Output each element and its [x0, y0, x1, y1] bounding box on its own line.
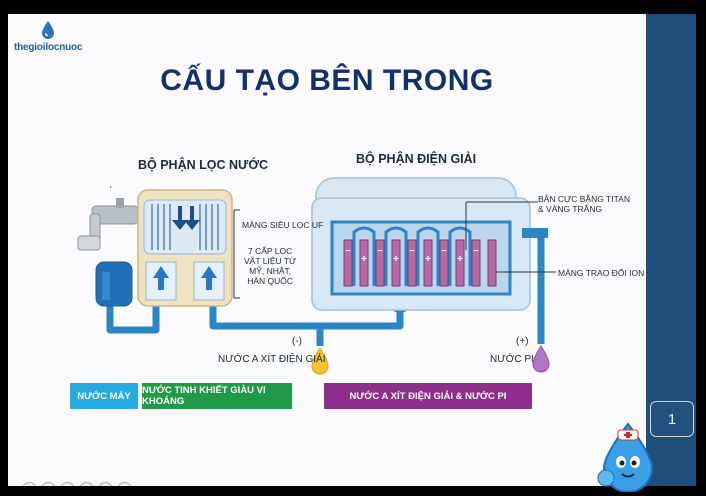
plate-sign: − — [473, 246, 479, 257]
zoom-icon[interactable]: ⊕ — [98, 482, 113, 486]
pi-sign: (+) — [516, 336, 529, 347]
water-drop-mascot-icon — [597, 422, 654, 492]
presentation-toolbar: ‹ › ✎ ▭ ⊕ … — [22, 482, 132, 486]
electrode-plates — [343, 239, 497, 287]
transfer-pipe — [209, 304, 404, 330]
acid-sign: (-) — [292, 336, 302, 347]
tap-pipe — [106, 304, 160, 334]
view-icon[interactable]: ▭ — [79, 482, 94, 486]
filter-stages-label: 7 CẤP LỌC VẬT LIỆU TỪ MỸ, NHẬT, HÀN QUỐC — [244, 246, 297, 286]
ion-membrane-label: MÀNG TRAO ĐỔI ION — [558, 268, 645, 278]
electro-leaders — [465, 201, 556, 273]
plate-sign: + — [361, 254, 367, 265]
faucet — [77, 198, 139, 251]
logo-text: thegioilocnuoc — [14, 42, 83, 53]
pre-tank — [95, 261, 133, 307]
slide-title: CẤU TẠO BÊN TRONG — [160, 64, 494, 97]
tap-mark: ' — [110, 184, 112, 194]
logo: thegioilocnuoc — [14, 20, 94, 56]
filter-section-label: BỘ PHẬN LỌC NƯỚC — [138, 158, 269, 172]
filter-unit — [137, 189, 233, 307]
label-leaders — [233, 209, 240, 299]
plate-sign: − — [345, 246, 351, 257]
slide: thegioilocnuoc CẤU TẠO BÊN TRONG — [8, 14, 646, 486]
uf-membrane-label: MÀNG SIÊU LỌC UF — [242, 220, 324, 230]
plate-sign: − — [377, 246, 383, 257]
membrane-loops — [352, 226, 472, 286]
more-icon[interactable]: … — [117, 482, 132, 486]
prev-icon[interactable]: ‹ — [22, 482, 37, 486]
pipes — [106, 232, 545, 346]
plate-sign: + — [457, 254, 463, 265]
legend-acid-pi-water: NƯỚC A XÍT ĐIỆN GIẢI & NƯỚC PI — [324, 383, 532, 409]
legend-pure-water: NƯỚC TINH KHIẾT GIÀU VI KHOÁNG — [142, 383, 292, 409]
plate-sign: + — [393, 254, 399, 265]
pen-icon[interactable]: ✎ — [60, 482, 75, 486]
next-icon[interactable]: › — [41, 482, 56, 486]
pi-water-label: NƯỚC PI — [490, 354, 534, 365]
plate-sign: − — [409, 246, 415, 257]
electrode-plates-label: BẢN CỰC BẰNG TITAN & VÀNG TRẮNG — [538, 194, 630, 214]
plate-sign: − — [441, 246, 447, 257]
page-number[interactable]: 1 — [650, 401, 694, 437]
water-system-diagram: + + + + − − − − − — [77, 177, 556, 375]
legend-tap-water: NƯỚC MÁY — [70, 383, 138, 409]
acid-water-label: NƯỚC A XÍT ĐIỆN GIẢI — [218, 354, 326, 365]
electrolysis-tank: + + + + − − − − − — [311, 177, 548, 311]
plate-sign: + — [425, 254, 431, 265]
pi-droplet — [532, 345, 550, 373]
acid-droplet — [311, 347, 329, 375]
electrolysis-section-label: BỘ PHẬN ĐIỆN GIẢI — [356, 152, 477, 166]
water-drop-icon — [42, 21, 54, 39]
